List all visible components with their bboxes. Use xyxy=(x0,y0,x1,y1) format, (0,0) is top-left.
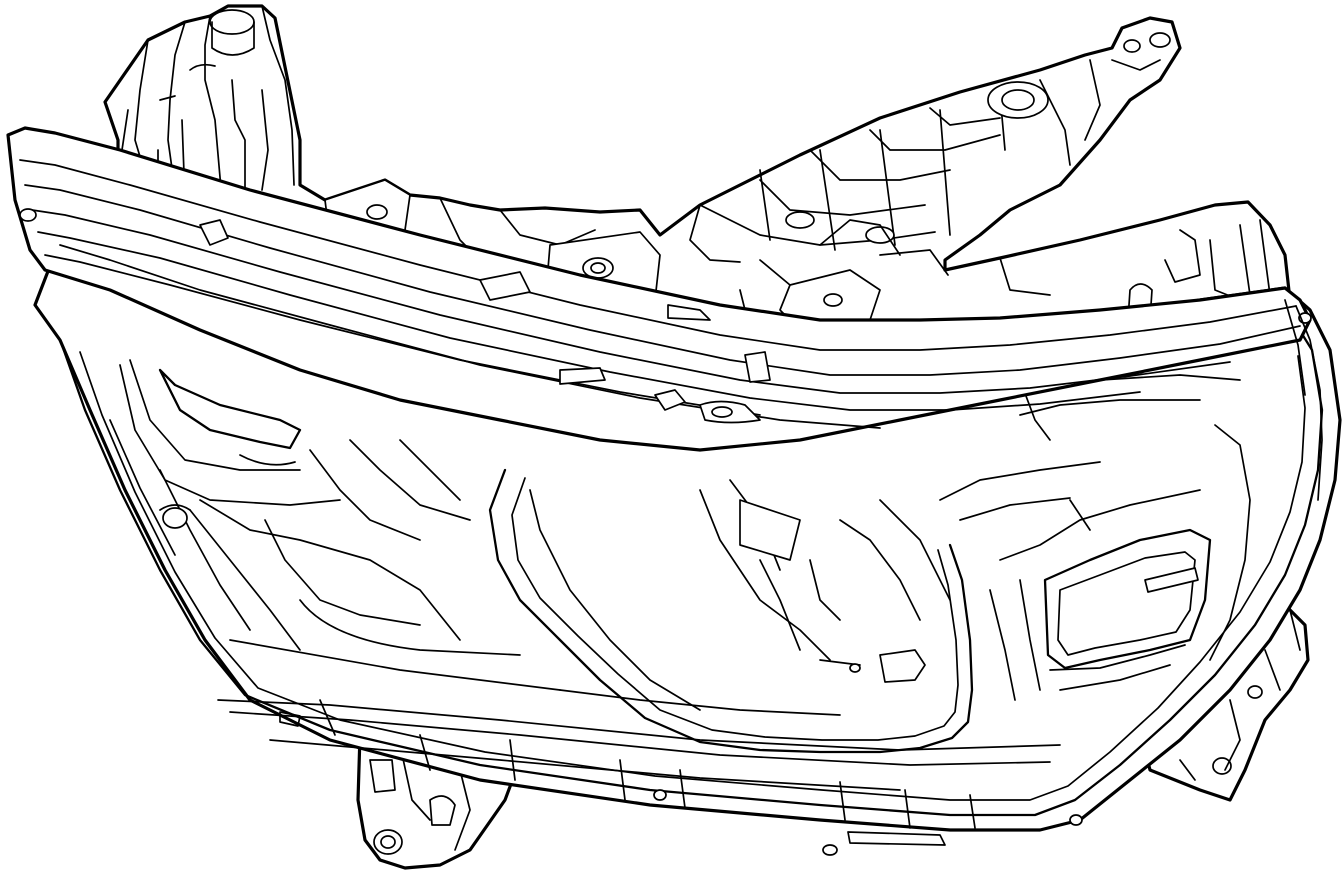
drl-light-strip xyxy=(6,126,1323,501)
inner-reflectors xyxy=(119,359,1251,754)
